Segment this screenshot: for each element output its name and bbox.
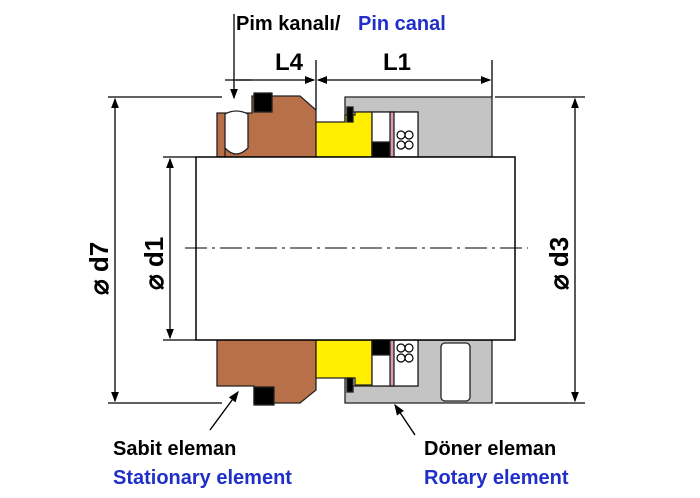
stationary-label-en: Stationary element: [113, 467, 292, 489]
spring-icon: [396, 130, 414, 150]
rotary-label-en: Rotary element: [424, 467, 569, 489]
pin-canal-label-tr: Pim kanalı/: [236, 13, 341, 35]
d7-label: ⌀ d7: [84, 242, 114, 295]
drive-pin: [440, 342, 471, 402]
rotary-element-top: [315, 96, 493, 158]
rotary-label-tr: Döner eleman: [424, 438, 556, 460]
dimension-lines: [111, 14, 579, 403]
l4-label: L4: [275, 49, 304, 76]
rotary-element-bottom: [315, 339, 493, 404]
o-ring-icon: [253, 386, 275, 406]
d3-label: ⌀ d3: [544, 237, 574, 290]
stationary-element-bottom: [216, 339, 317, 406]
l1-label: L1: [383, 49, 411, 76]
o-ring-icon: [253, 92, 273, 113]
stationary-label-tr: Sabit eleman: [113, 438, 236, 460]
pin-canal-label-en: Pin canal: [358, 13, 446, 35]
extension-lines: [108, 60, 585, 404]
d1-label: ⌀ d1: [139, 237, 169, 290]
stationary-element-top: [216, 92, 317, 158]
rotary-leader: [394, 403, 416, 436]
stationary-leader: [209, 390, 239, 431]
spring-icon: [396, 343, 414, 363]
